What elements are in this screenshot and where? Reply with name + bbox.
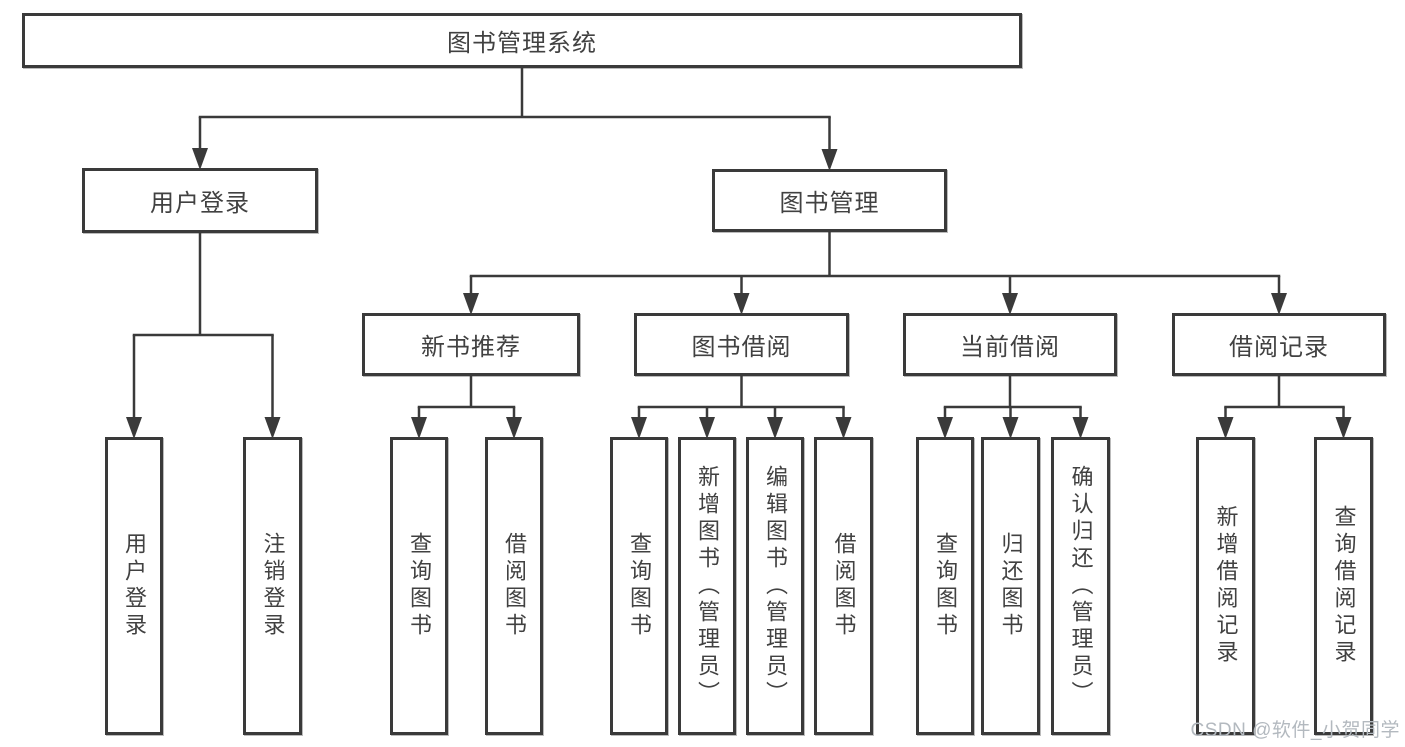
node-new-book-recommend-label: 新书推荐	[421, 334, 521, 361]
arrowhead-icon	[192, 148, 208, 170]
arrowhead-icon	[767, 417, 783, 439]
node-add-books-label: 新增图书（管理员）	[695, 464, 720, 708]
arrowhead-icon	[1271, 293, 1287, 315]
node-logout: 注销登录	[243, 437, 302, 735]
node-add-borrow-record: 新增借阅记录	[1196, 437, 1255, 735]
node-add-books: 新增图书（管理员）	[678, 437, 736, 735]
node-borrow-books-2-label: 借阅图书	[831, 532, 857, 640]
node-book-borrow-label: 图书借阅	[691, 334, 792, 361]
arrowhead-icon	[463, 293, 479, 315]
node-user-login-label: 用户登录	[122, 532, 147, 640]
arrowhead-icon	[699, 417, 715, 439]
node-query-books-1-label: 查询图书	[407, 532, 432, 640]
node-current-borrow: 当前借阅	[903, 313, 1117, 376]
node-root-label: 图书管理系统	[447, 30, 597, 57]
node-borrow-books-1: 借阅图书	[485, 437, 543, 735]
node-query-books-1: 查询图书	[390, 437, 448, 735]
node-query-books-2: 查询图书	[610, 437, 668, 735]
arrowhead-icon	[835, 417, 852, 439]
node-book-management: 图书管理	[712, 169, 947, 232]
node-root: 图书管理系统	[22, 13, 1022, 68]
node-user-login-group-label: 用户登录	[150, 190, 250, 217]
node-query-books-3-label: 查询图书	[933, 532, 958, 640]
node-borrow-records: 借阅记录	[1172, 313, 1386, 376]
arrowhead-icon	[1002, 417, 1019, 439]
node-user-login-group: 用户登录	[82, 168, 318, 233]
arrowhead-icon	[1072, 417, 1089, 439]
node-new-book-recommend: 新书推荐	[362, 313, 580, 376]
arrowhead-icon	[506, 417, 522, 439]
arrowhead-icon	[631, 417, 647, 439]
node-query-borrow-record: 查询借阅记录	[1314, 437, 1373, 735]
arrowhead-icon	[264, 417, 281, 439]
arrowhead-icon	[1335, 417, 1352, 439]
node-borrow-books-1-label: 借阅图书	[502, 532, 527, 640]
node-return-books: 归还图书	[981, 437, 1040, 735]
arrowhead-icon	[1217, 417, 1234, 439]
arrowhead-icon	[937, 417, 953, 439]
node-edit-books-label: 编辑图书（管理员）	[763, 464, 788, 708]
node-confirm-return: 确认归还（管理员）	[1051, 437, 1110, 735]
arrowhead-icon	[821, 149, 838, 171]
arrowhead-icon	[733, 293, 750, 315]
node-confirm-return-label: 确认归还（管理员）	[1068, 464, 1094, 708]
node-book-borrow: 图书借阅	[634, 313, 849, 376]
node-query-borrow-record-label: 查询借阅记录	[1331, 505, 1357, 667]
node-return-books-label: 归还图书	[998, 532, 1024, 640]
node-logout-label: 注销登录	[260, 532, 286, 640]
node-borrow-books-2: 借阅图书	[814, 437, 873, 735]
node-borrow-records-label: 借阅记录	[1229, 334, 1329, 361]
watermark: CSDN @软件_小贺同学	[1190, 720, 1400, 741]
arrowhead-icon	[1002, 293, 1018, 315]
node-add-borrow-record-label: 新增借阅记录	[1213, 505, 1239, 667]
node-user-login: 用户登录	[105, 437, 163, 735]
arrowhead-icon	[126, 417, 142, 439]
node-current-borrow-label: 当前借阅	[960, 334, 1060, 361]
node-query-books-2-label: 查询图书	[627, 532, 652, 640]
arrowhead-icon	[411, 417, 427, 439]
node-edit-books: 编辑图书（管理员）	[746, 437, 804, 735]
node-book-management-label: 图书管理	[779, 190, 880, 217]
node-query-books-3: 查询图书	[916, 437, 974, 735]
